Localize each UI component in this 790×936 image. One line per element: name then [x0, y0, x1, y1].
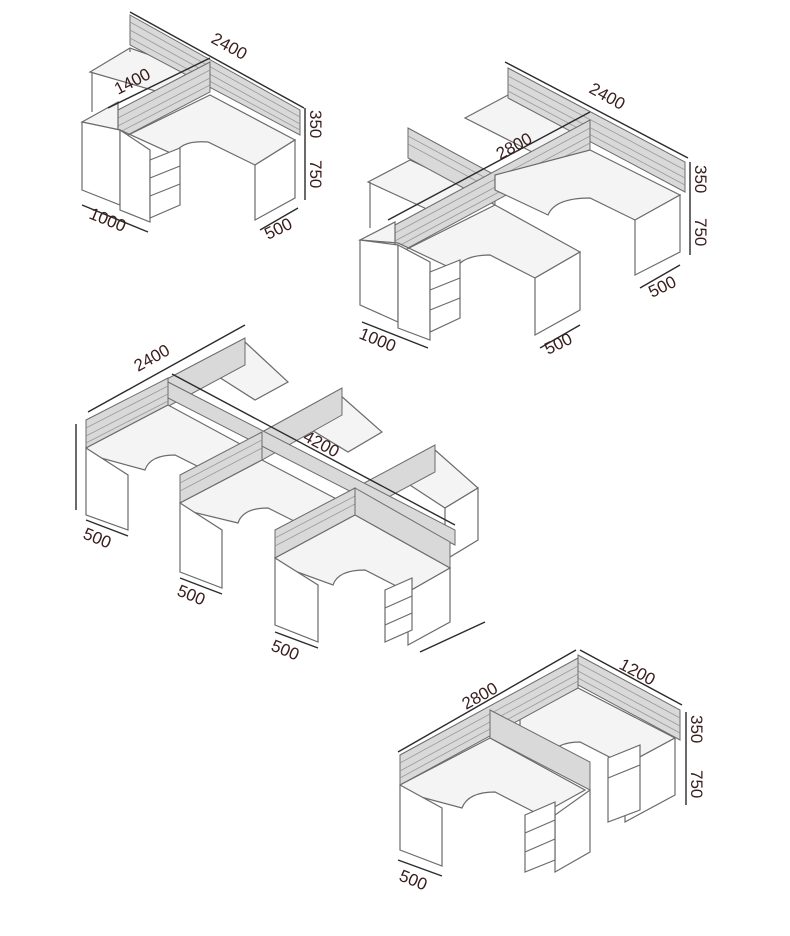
dim-label-1000: 1000 [357, 324, 399, 356]
dim-label-350: 350 [687, 715, 706, 743]
dim-label-350: 350 [306, 110, 325, 138]
dim-label-750: 750 [306, 160, 325, 188]
dim-line-2800 [397, 649, 577, 753]
dim-line-1000 [81, 204, 149, 233]
dim-label-500: 500 [261, 214, 295, 244]
dim-line-2400 [129, 11, 305, 109]
dim-line-2800 [387, 111, 591, 221]
front-center-panel [397, 244, 431, 341]
dim-label-350: 350 [691, 165, 710, 193]
drawer-pedestal [429, 259, 461, 333]
dim-line-500-3 [274, 631, 319, 649]
dim-line-1400 [107, 57, 211, 109]
back-desk-leg [91, 48, 131, 112]
dim-line-2400 [87, 324, 246, 413]
front-drawer-pedestal [524, 801, 556, 873]
drawer-pedestal [149, 147, 181, 219]
diagram-2: 2400 2800 350 750 500 1000 500 [357, 61, 710, 359]
dim-line-2400 [504, 61, 689, 159]
dim-label-750: 750 [687, 770, 706, 798]
diagram-4: 2800 1200 350 750 500 [397, 649, 706, 894]
dim-line-500 [259, 207, 299, 231]
front-desk-panel [399, 783, 443, 867]
front-left-panel [359, 239, 399, 323]
dim-line-1000 [361, 321, 429, 349]
front-desk-panel-2 [179, 501, 223, 589]
dim-line-500-right [639, 264, 681, 289]
drawer-pedestal [384, 577, 413, 643]
dim-line-500 [397, 859, 443, 877]
dim-line-4200 [171, 373, 456, 526]
front-left-panel [81, 121, 121, 206]
rear-screen [129, 14, 301, 136]
dim-label-500-right: 500 [645, 272, 679, 302]
front-desk-panel-3 [274, 556, 319, 643]
back-drawer-pedestal [607, 744, 641, 823]
left-long-screen [399, 657, 579, 786]
dim-line-1200 [579, 649, 683, 706]
dim-label-500-front: 500 [541, 329, 575, 359]
dim-line-500-1 [85, 519, 129, 537]
dim-label-500-2: 500 [175, 581, 208, 609]
front-center-panel [119, 128, 151, 223]
front-desk-panel-1 [85, 446, 129, 531]
diagram-1: 2400 1400 350 750 1000 500 [80, 11, 325, 244]
front-right-panel [254, 138, 296, 222]
diagram-3: 2400 4200 500 500 500 [75, 324, 486, 664]
dim-line-500-2 [179, 577, 223, 595]
right-desk-panel [634, 193, 681, 276]
front-right-panel [534, 250, 581, 337]
dim-line-500-front [539, 324, 581, 349]
dim-label-750: 750 [691, 218, 710, 246]
dim-label-2400: 2400 [131, 341, 173, 376]
rear-screen [507, 67, 686, 193]
dim-line-right [419, 621, 486, 653]
